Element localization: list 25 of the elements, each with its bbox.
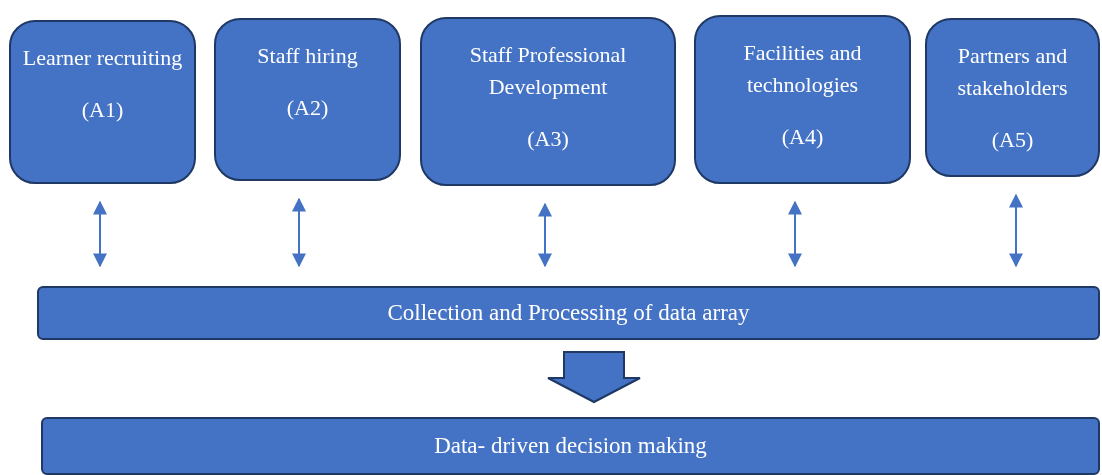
double-arrow bbox=[788, 200, 802, 268]
box-title: Staff Professional Development bbox=[468, 41, 628, 101]
double-arrow bbox=[1009, 193, 1023, 268]
rounded-box bbox=[214, 18, 401, 181]
box-code: (A2) bbox=[286, 94, 329, 122]
box-title: Partners and stakeholders bbox=[956, 42, 1069, 102]
double-arrow bbox=[93, 200, 107, 268]
box-code: (A1) bbox=[81, 96, 124, 124]
banner-bar bbox=[41, 417, 1100, 475]
box-code: (A4) bbox=[781, 123, 824, 151]
box-title: Staff hiring bbox=[257, 42, 358, 70]
box-title: Data- driven decision making bbox=[434, 431, 707, 460]
block-arrow bbox=[547, 351, 641, 404]
box-title: Facilities and technologies bbox=[742, 39, 863, 99]
box-title: Collection and Processing of data array bbox=[387, 298, 750, 327]
rounded-box bbox=[694, 15, 911, 184]
box-title: Learner recruiting bbox=[22, 44, 183, 72]
double-arrow bbox=[292, 197, 306, 268]
rounded-box bbox=[925, 18, 1100, 177]
banner-bar bbox=[37, 286, 1100, 340]
double-arrow bbox=[538, 202, 552, 268]
box-code: (A5) bbox=[991, 126, 1034, 154]
box-code: (A3) bbox=[527, 125, 569, 153]
rounded-box bbox=[420, 17, 676, 186]
rounded-box bbox=[9, 20, 196, 184]
